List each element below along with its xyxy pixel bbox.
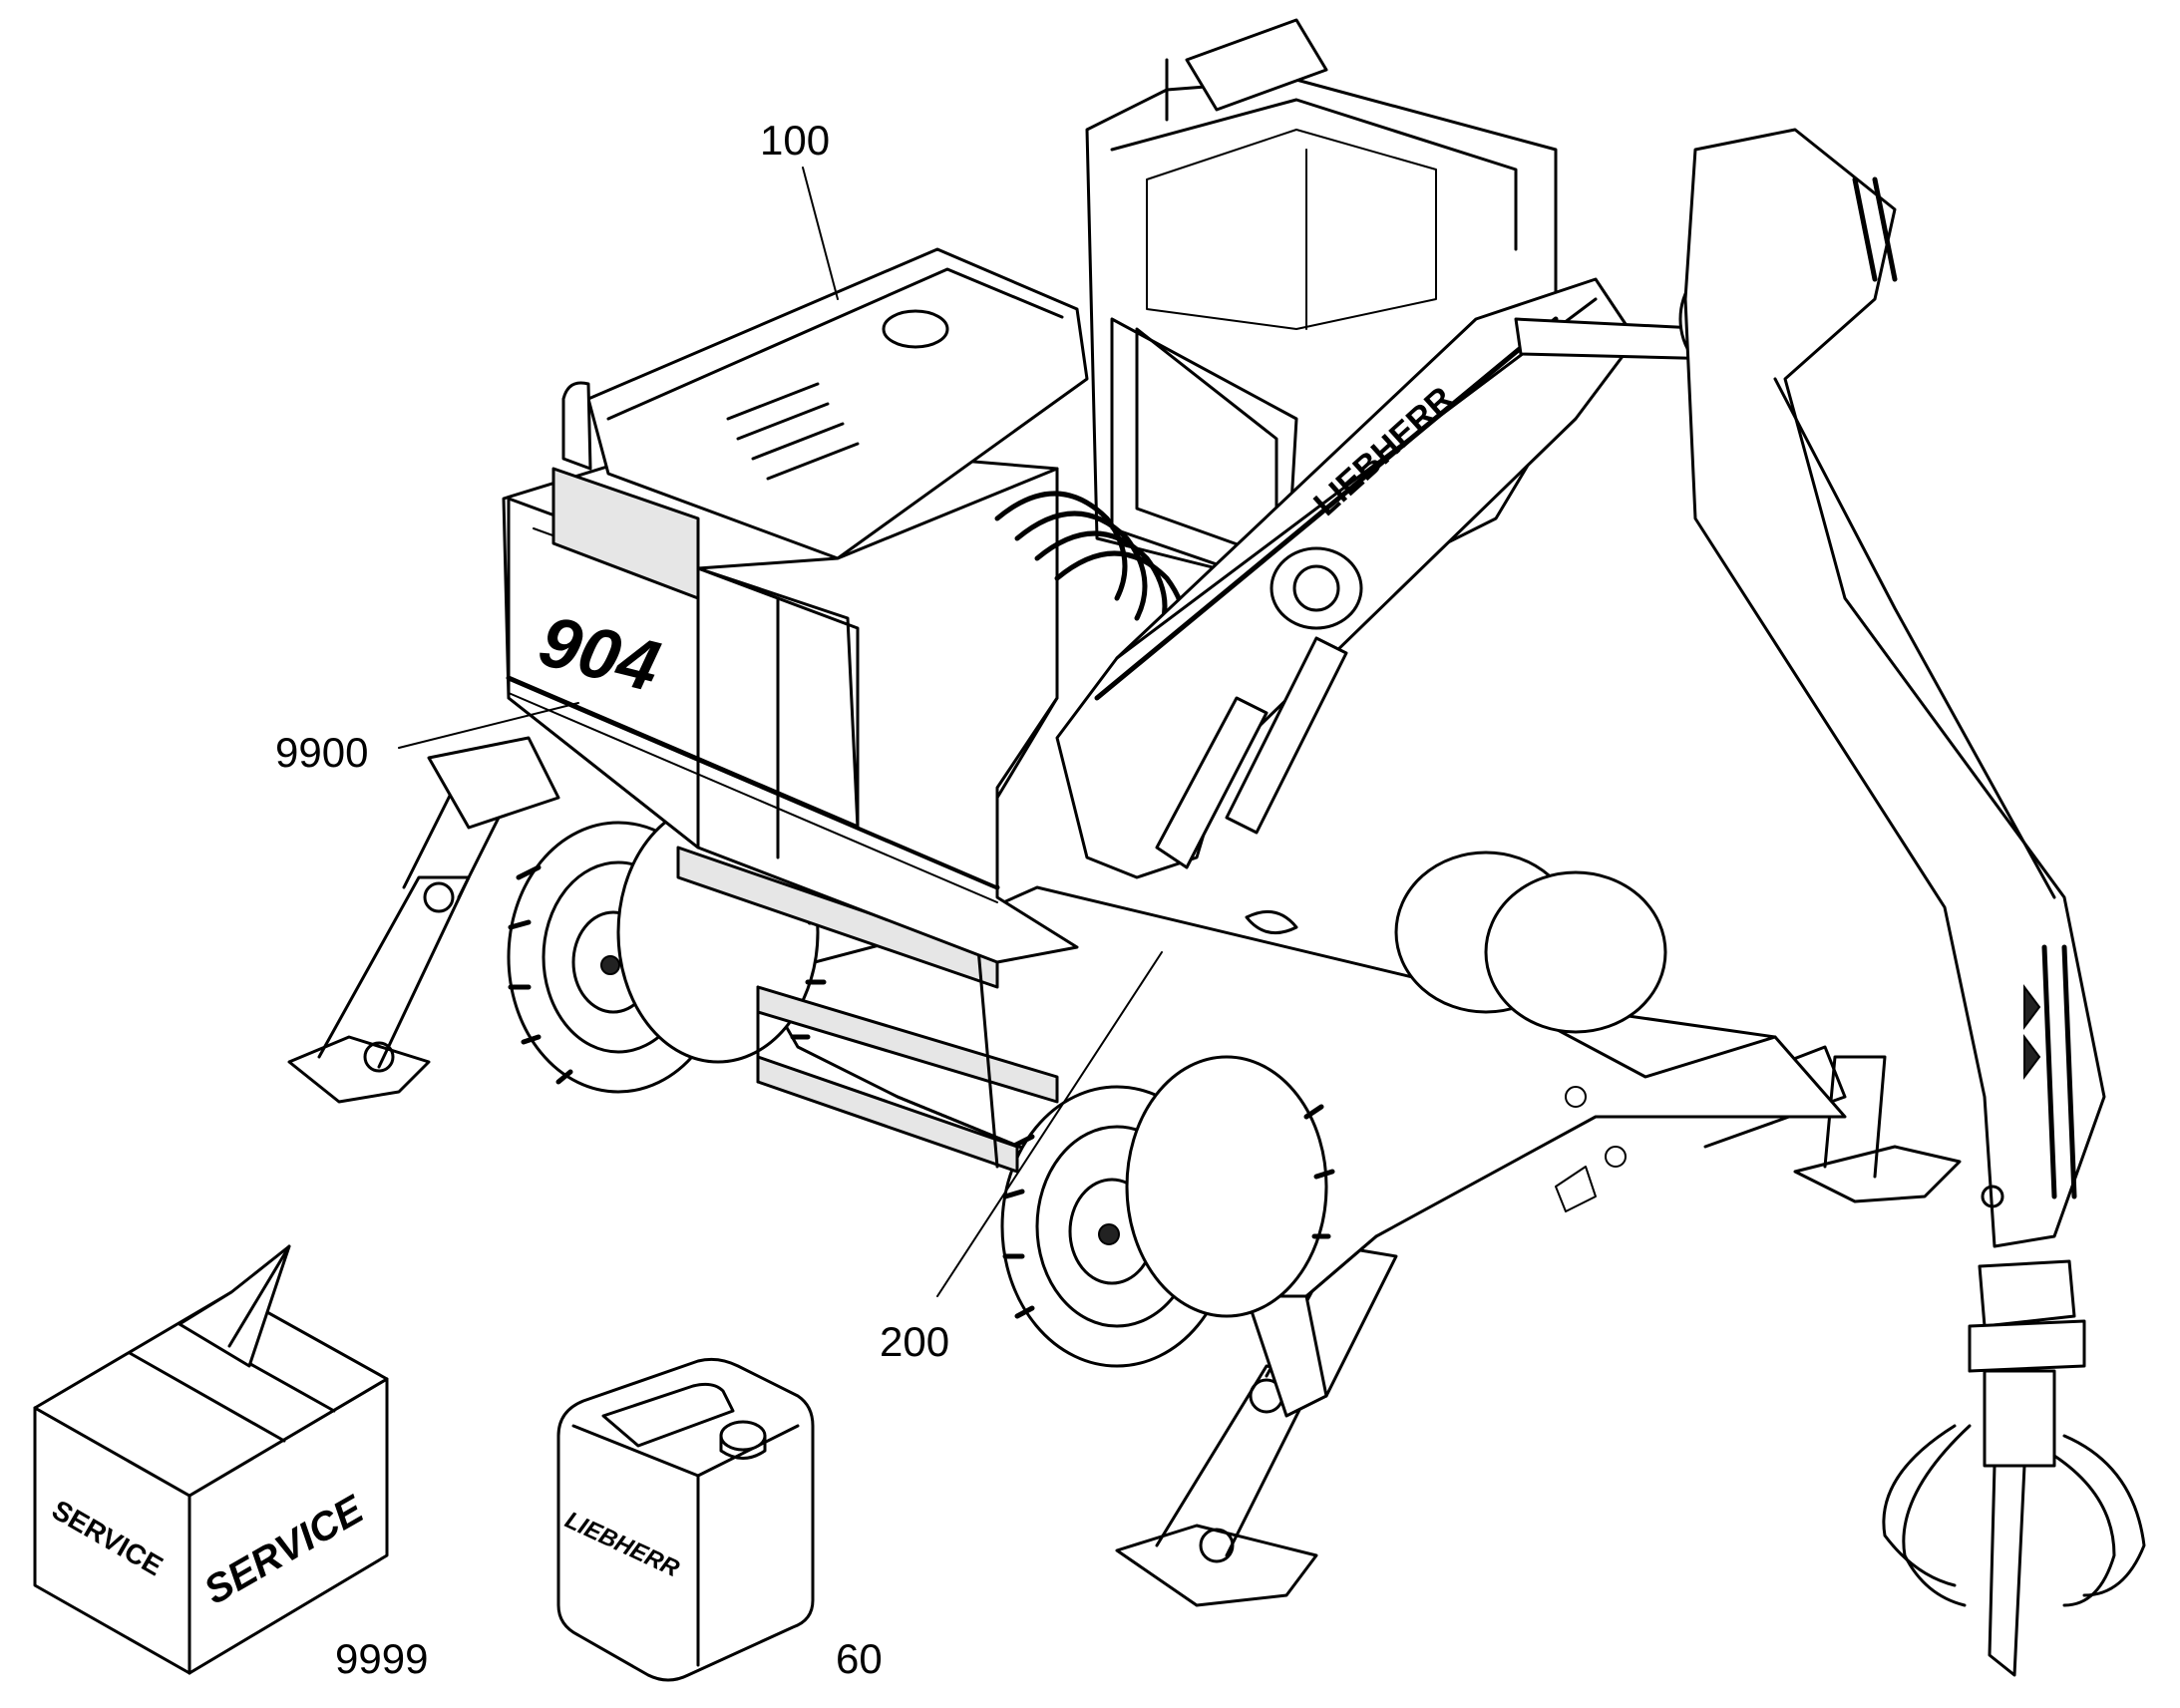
wheel-rear-pair-right — [1394, 851, 1667, 1034]
upper-carriage — [502, 247, 1089, 964]
wheel-front-right — [1125, 1055, 1335, 1318]
callout-under-carriage: 200 — [880, 1318, 949, 1365]
stick-arm — [1683, 128, 2106, 1248]
material-handler-machine: LIEBHERR — [287, 18, 2146, 1677]
callout-decal-set: 9900 — [275, 729, 368, 776]
leader-lines — [398, 167, 1163, 1297]
access-steps — [676, 846, 1059, 1174]
callout-upper-carriage: 100 — [760, 117, 830, 164]
callout-service-kit: 9999 — [335, 1635, 428, 1682]
stabilizer-rear-left — [287, 736, 560, 1104]
fluid-can: LIEBHERR — [556, 1357, 815, 1682]
service-box: SERVICE SERVICE — [33, 1244, 389, 1675]
callout-fluid-can: 60 — [836, 1635, 883, 1682]
orange-peel-grapple — [1882, 1185, 2146, 1677]
